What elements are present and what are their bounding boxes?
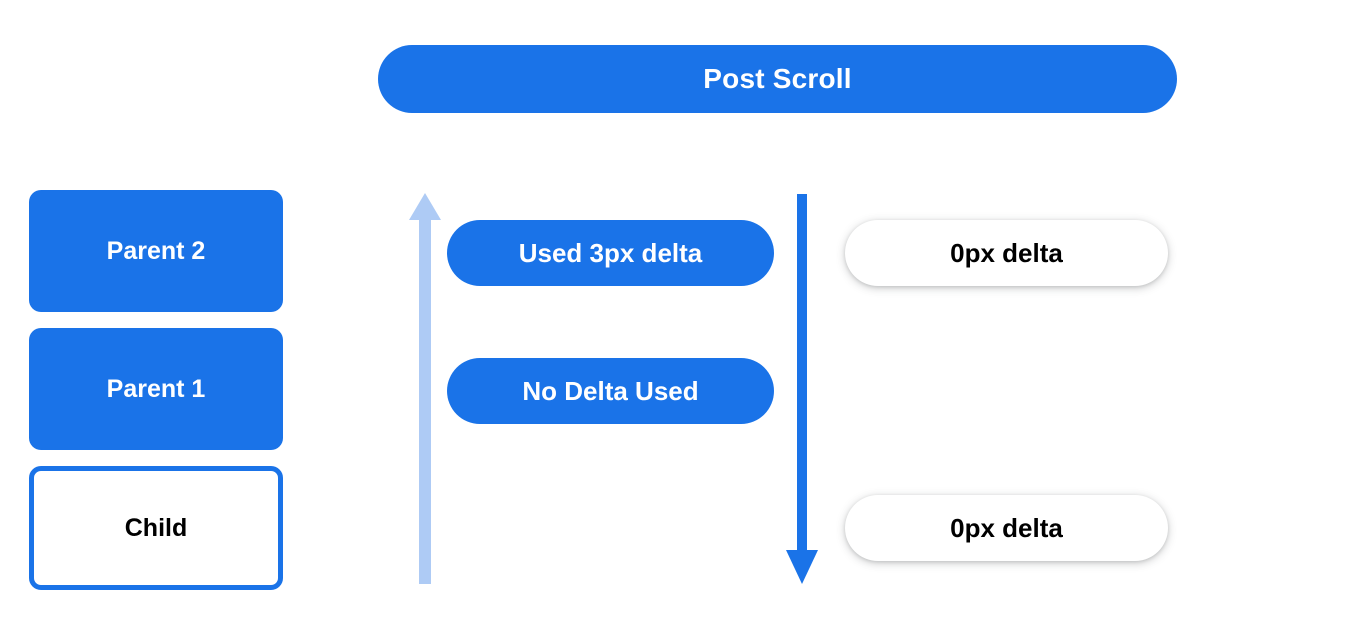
pill-zero-delta-bottom-label: 0px delta [950,512,1063,543]
stack-box-parent-2: Parent 2 [29,190,283,312]
post-scroll-header: Post Scroll [378,45,1177,113]
stack-box-parent-2-label: Parent 2 [106,236,206,265]
pill-zero-delta-top-label: 0px delta [950,237,1063,268]
stack-box-child: Child [29,466,283,590]
scroll-down-arrow-icon [786,194,818,584]
pill-zero-delta-bottom: 0px delta [845,495,1168,561]
stack-box-parent-1-label: Parent 1 [106,374,206,403]
stack-box-child-label: Child [124,513,188,542]
post-scroll-header-label: Post Scroll [703,63,852,94]
pill-no-delta-used: No Delta Used [447,358,774,424]
pill-no-delta-used-label: No Delta Used [522,375,699,406]
scroll-up-arrow-icon [409,193,441,584]
stack-box-parent-1: Parent 1 [29,328,283,450]
pill-used-3px-delta: Used 3px delta [447,220,774,286]
pill-used-3px-delta-label: Used 3px delta [518,237,703,268]
pill-zero-delta-top: 0px delta [845,220,1168,286]
